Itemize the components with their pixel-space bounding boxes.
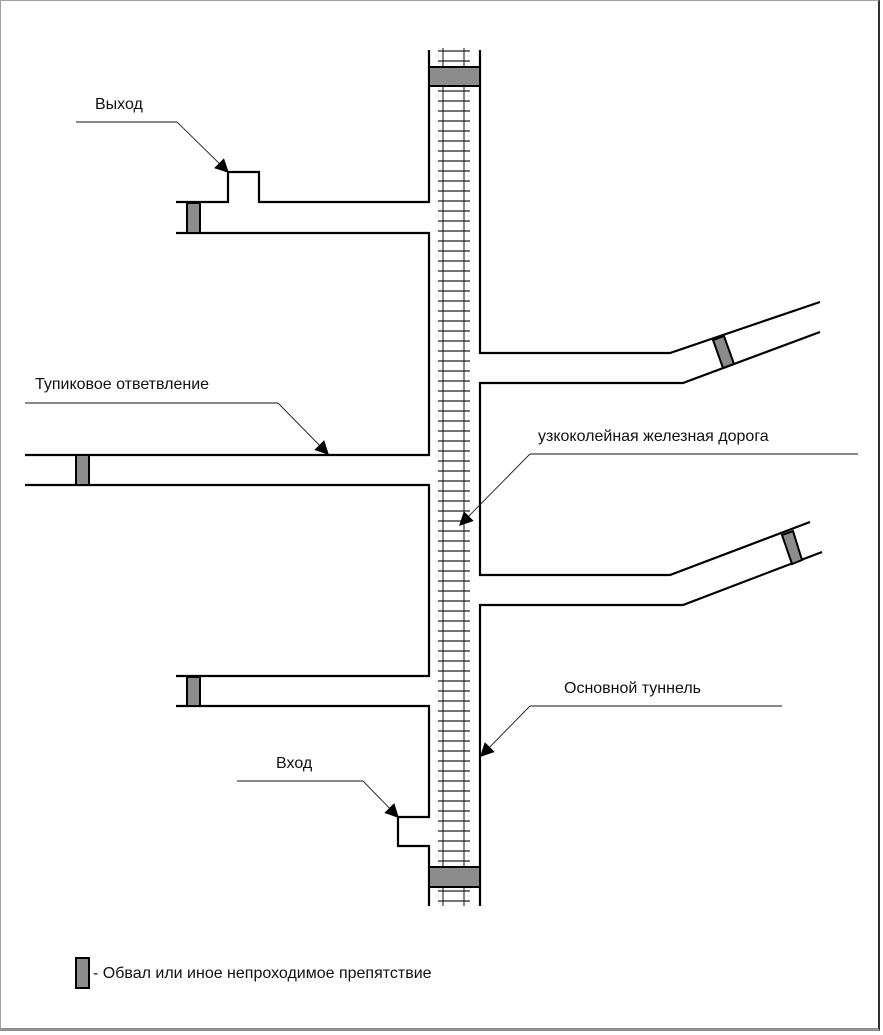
label-main-tunnel: Основной туннель	[564, 680, 701, 697]
right-branch-upper-lower-wall	[478, 330, 821, 577]
main-tunnel-right-wall-bottom	[478, 550, 823, 906]
dead-end-upper-wall	[25, 231, 431, 457]
legend-obstacle-icon	[75, 957, 90, 989]
obstacle-block-exit-branch	[186, 202, 201, 234]
obstacle-block-right-upper	[711, 334, 736, 370]
obstacle-block-lower-left	[186, 676, 201, 707]
leader-entrance-arrow	[362, 780, 399, 819]
main-tunnel-right-wall-top	[478, 50, 821, 355]
leader-main-tunnel-arrow	[480, 705, 531, 757]
label-entrance: Вход	[276, 755, 313, 772]
legend-text: - Обвал или иное непроходимое препятстви…	[93, 965, 432, 982]
obstacle-block-main-bottom	[428, 866, 481, 888]
label-dead-end: Тупиковое ответвление	[35, 376, 209, 393]
label-railway: узкоколейная железная дорога	[538, 428, 769, 445]
leader-dead-end-arrow	[277, 402, 329, 455]
leader-exit-arrow	[176, 121, 229, 173]
obstacle-block-main-top	[428, 66, 481, 87]
entrance-wall	[176, 704, 431, 906]
label-exit: Выход	[95, 96, 144, 113]
obstacle-block-right-lower	[780, 529, 804, 566]
obstacle-block-dead-end	[75, 454, 90, 486]
lower-left-branch-upper-wall	[25, 483, 431, 678]
exit-branch-upper-wall	[176, 50, 431, 204]
leader-railway-arrow	[459, 453, 531, 526]
